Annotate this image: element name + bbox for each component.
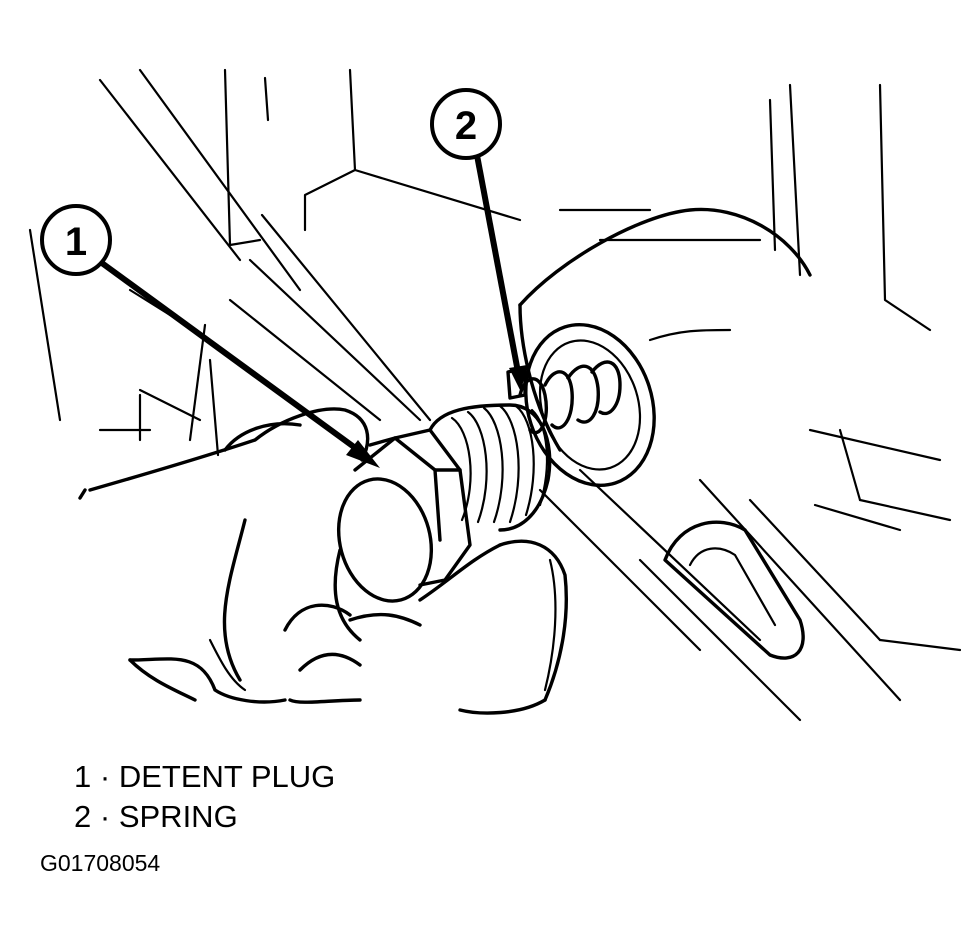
legend-number: 2	[74, 799, 92, 834]
callout-1: 1	[40, 204, 380, 468]
arrowhead-2	[509, 365, 527, 392]
figure-id: G01708054	[40, 850, 161, 876]
plug-bore-boss	[518, 207, 812, 488]
detent-plug	[336, 403, 552, 603]
legend-number: 1	[74, 759, 92, 794]
case-slot	[663, 520, 805, 660]
legend-item-spring: 2 · SPRING	[74, 797, 335, 837]
line-drawing: 1 2	[28, 68, 961, 722]
callout-number-1: 1	[65, 220, 87, 264]
technician-hand	[78, 407, 568, 715]
callout-circle-2	[430, 88, 502, 160]
transmission-case	[28, 68, 961, 722]
arrowhead-1	[346, 440, 380, 468]
callout-circle-1	[40, 204, 112, 276]
detent-plug-illustration: 1 2	[28, 68, 961, 722]
callout-2: 2	[430, 88, 527, 392]
legend-label: SPRING	[118, 799, 238, 834]
legend-separator: ·	[99, 799, 111, 834]
leader-line-2	[473, 149, 521, 373]
legend-item-detent-plug: 1 · DETENT PLUG	[74, 757, 335, 797]
legend: 1 · DETENT PLUG 2 · SPRING	[74, 757, 335, 837]
legend-label: DETENT PLUG	[118, 759, 336, 794]
callout-number-2: 2	[455, 104, 477, 148]
legend-separator: ·	[99, 759, 111, 794]
leader-line-1	[93, 255, 367, 458]
